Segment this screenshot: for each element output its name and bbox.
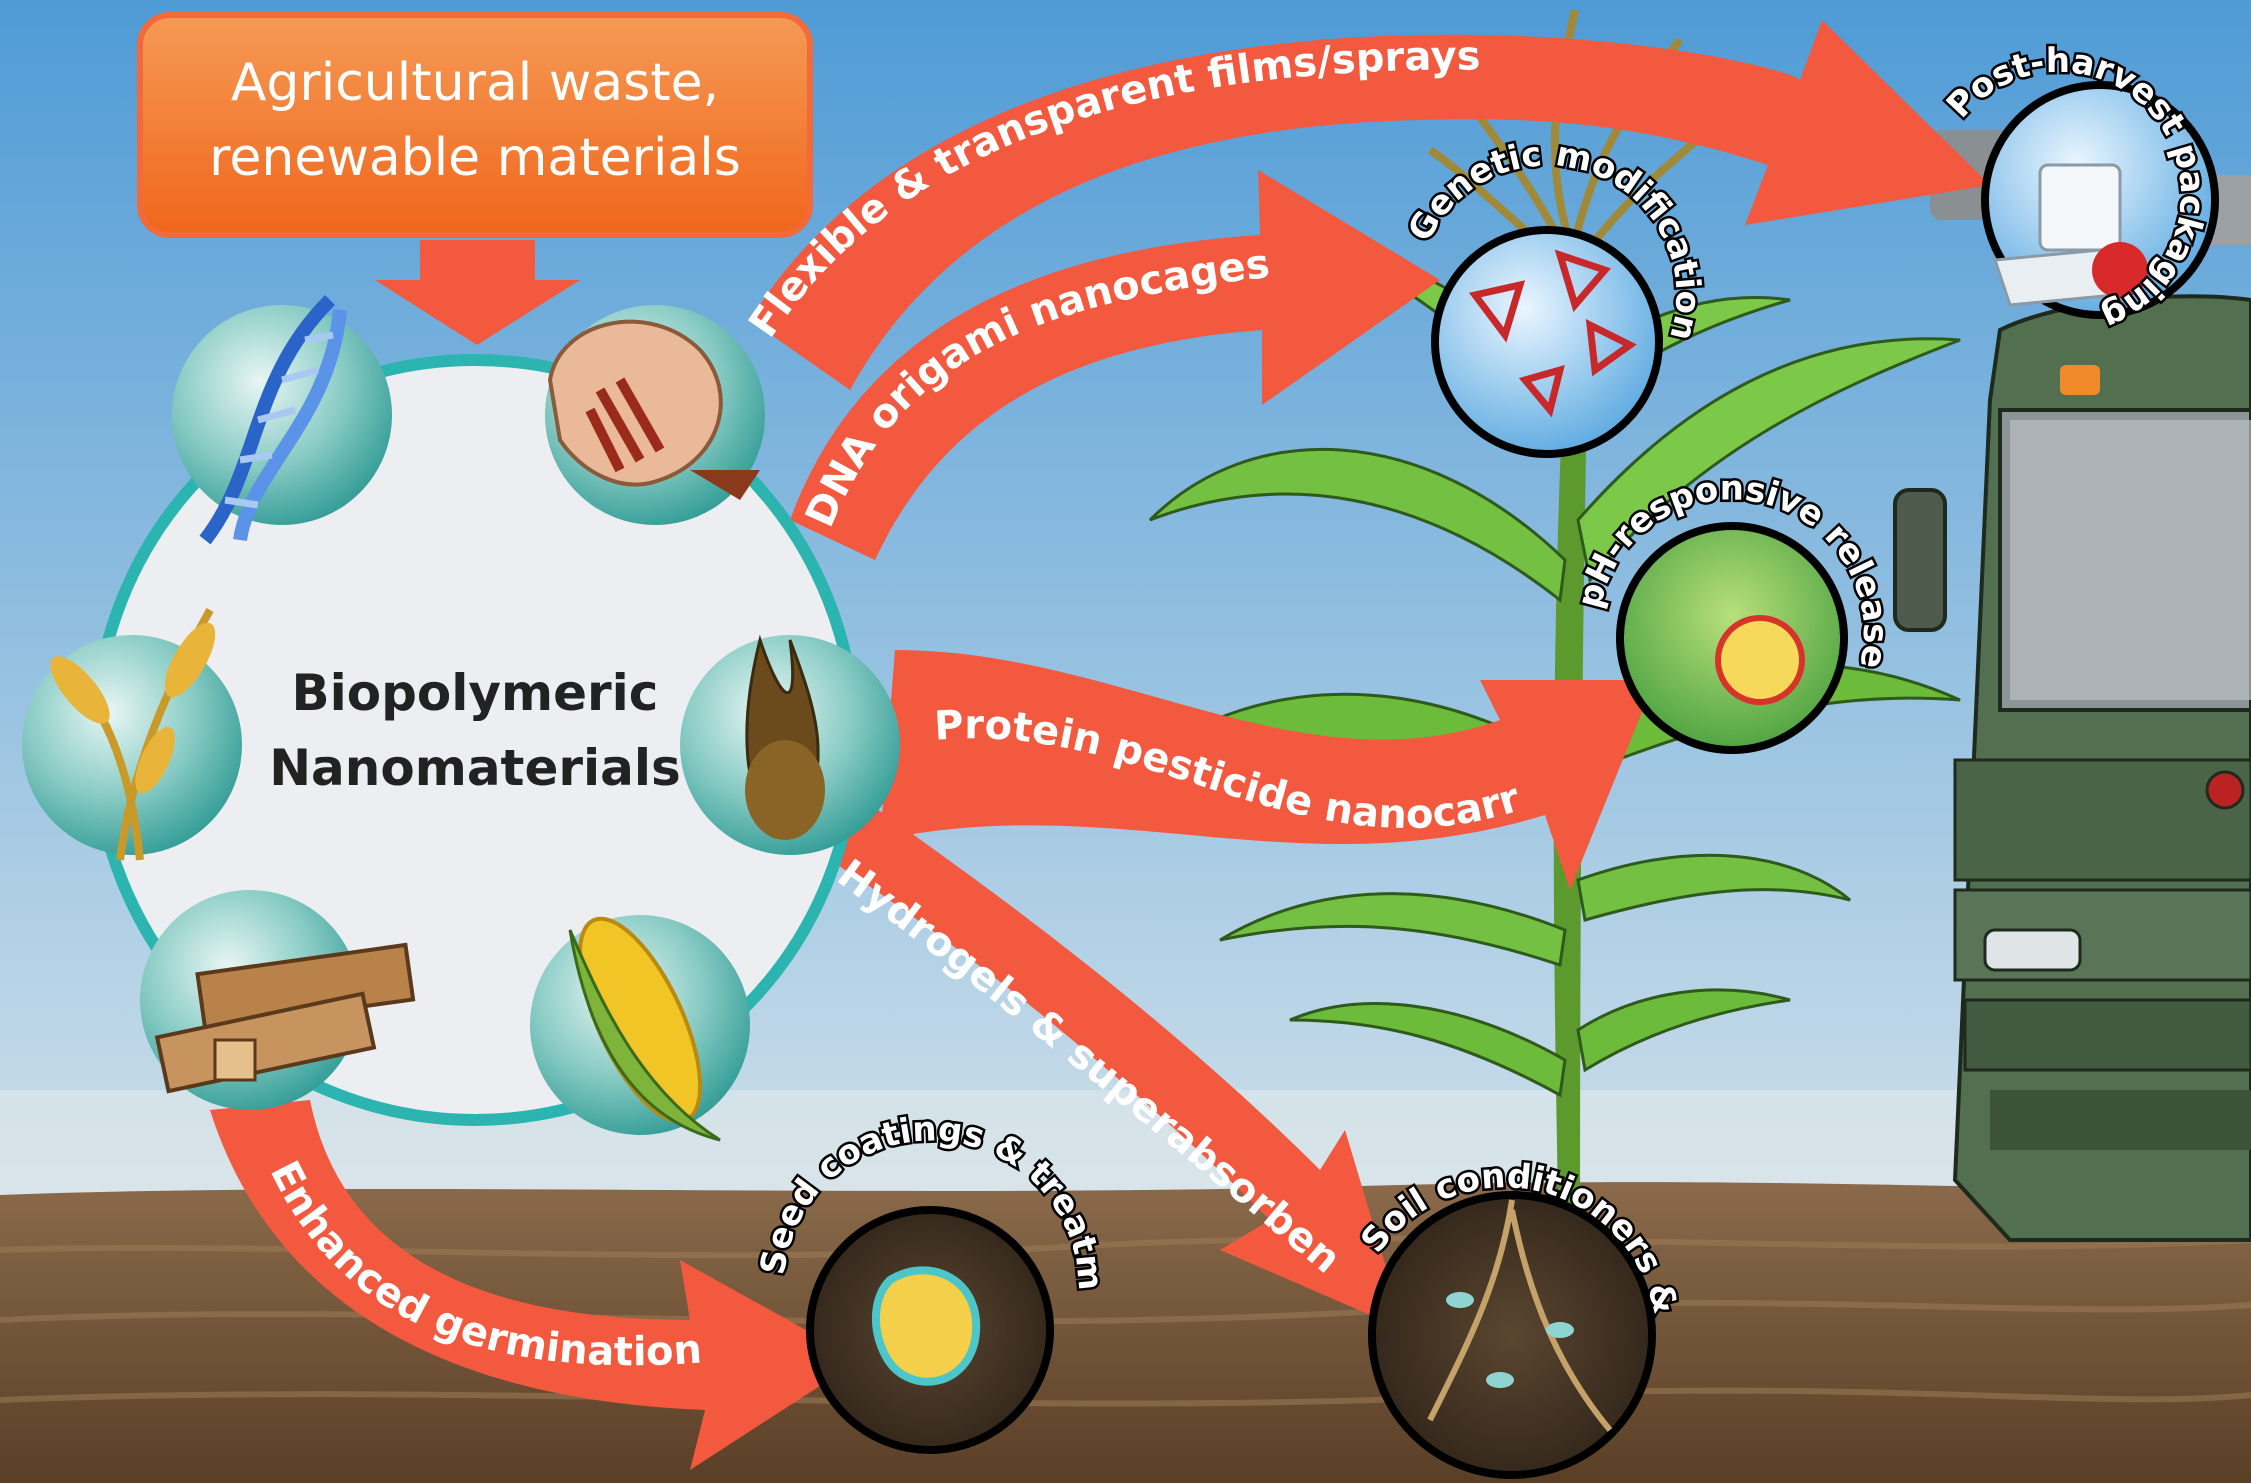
apple-icon — [2092, 242, 2148, 298]
truck-illustration — [1893, 130, 2251, 1242]
source-box: Agricultural waste, renewable materials — [137, 12, 813, 238]
arrow-germination — [210, 1100, 860, 1470]
hub-line1: Biopolymeric — [292, 664, 659, 722]
source-box-line1: Agricultural waste, — [231, 53, 719, 113]
dna-icon — [172, 295, 392, 545]
soil-ground — [0, 1182, 2251, 1483]
shrimp-icon — [545, 305, 765, 525]
app-ph-release — [1616, 522, 1848, 754]
wheat-icon — [22, 608, 242, 861]
seaweed-icon — [680, 634, 900, 855]
arrow-dna — [790, 170, 1440, 560]
app-seed — [806, 1206, 1054, 1454]
arrow-films — [750, 20, 1990, 390]
wood-icon — [140, 890, 416, 1110]
app-genetic — [1431, 226, 1663, 458]
corn-icon — [530, 915, 750, 1142]
arrow-protein — [880, 650, 1655, 890]
hub-line2: Nanomaterials — [269, 739, 681, 797]
app-soil — [1368, 1191, 1656, 1479]
arrow-source-down — [375, 240, 580, 345]
source-box-line2: renewable materials — [209, 128, 741, 188]
arrow-hydrogels — [790, 790, 1405, 1330]
app-packaging — [1981, 81, 2219, 319]
